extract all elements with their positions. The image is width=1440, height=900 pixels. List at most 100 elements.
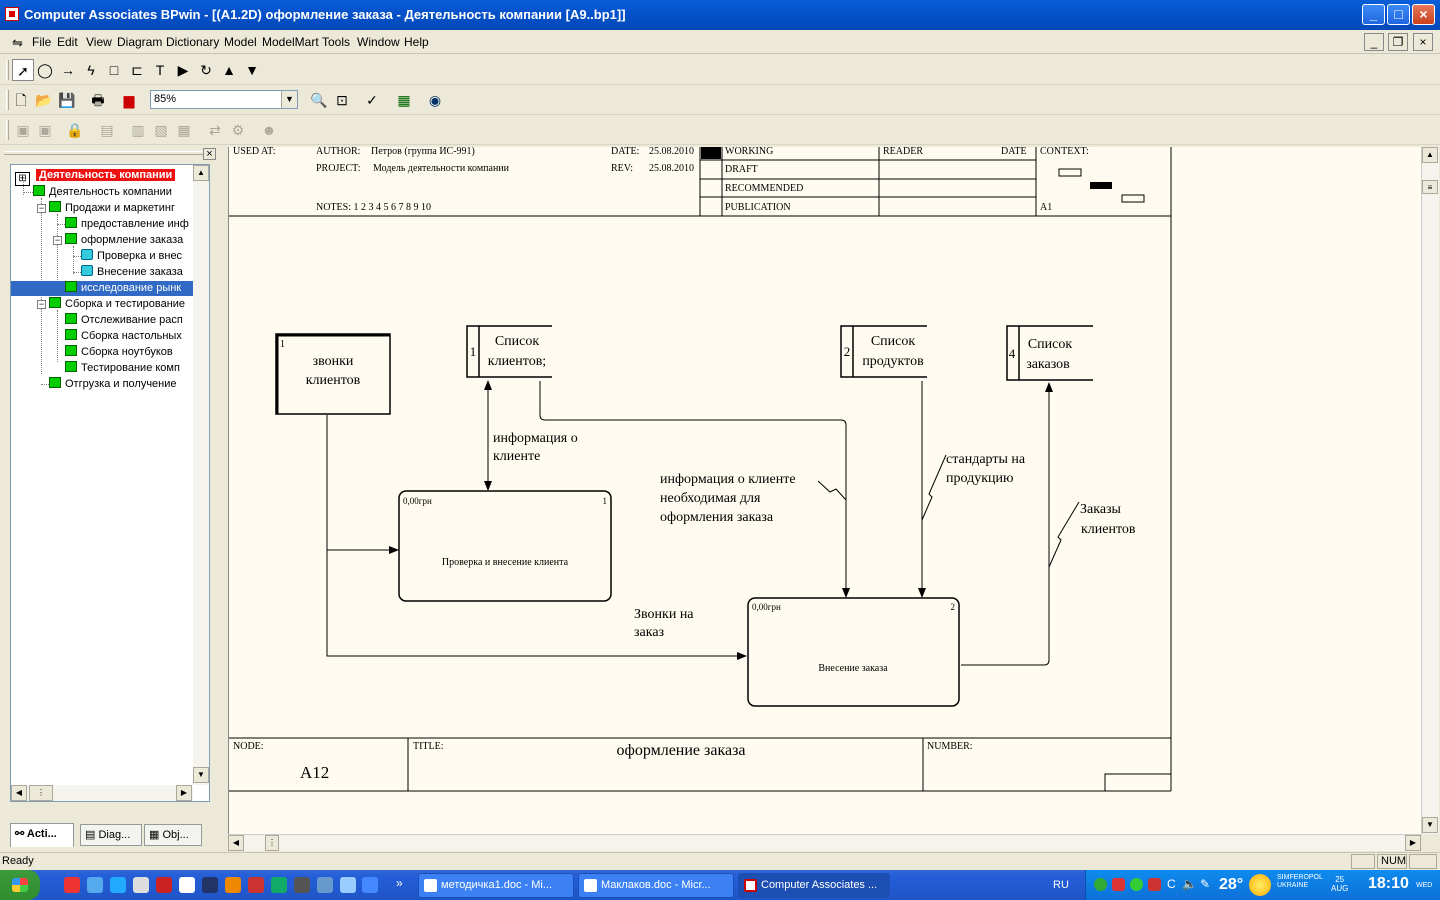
tree-item[interactable]: Продажи и маркетинг — [49, 201, 175, 216]
scroll-down-icon[interactable]: ▼ — [1422, 817, 1438, 833]
print-icon[interactable]: 🖶 — [91, 92, 105, 108]
menu-modelmart[interactable]: ModelMart — [262, 35, 319, 49]
scroll-right-icon[interactable]: ▶ — [176, 785, 192, 801]
arrow-tool-icon[interactable]: → — [61, 62, 75, 78]
scroll-thumb[interactable]: ⋮ — [265, 835, 279, 851]
data-store-orders[interactable]: 4 Список заказов — [1006, 325, 1093, 381]
scroll-up-icon[interactable]: ▲ — [1422, 147, 1438, 163]
collapse-icon[interactable]: − — [37, 203, 46, 213]
arrow-calls-to-check[interactable] — [326, 415, 399, 554]
tray-c-icon[interactable]: C — [1167, 877, 1176, 891]
tree-vertical-scrollbar[interactable]: ▲ ▼ — [193, 165, 209, 785]
down-tool-icon[interactable]: ▼ — [245, 62, 259, 78]
doc-icon[interactable]: ⇋ — [12, 35, 23, 50]
more-chevron-icon[interactable]: » — [396, 876, 403, 890]
tool-icon[interactable] — [340, 877, 356, 893]
tree-item[interactable]: предоставление инф — [65, 217, 189, 232]
label-standards-2[interactable]: продукцию — [946, 471, 1013, 486]
tray-icon[interactable] — [1112, 878, 1125, 891]
label-order-calls-2[interactable]: заказ — [634, 625, 665, 640]
opera-icon[interactable] — [225, 877, 241, 893]
compare-icon[interactable]: ▧ — [154, 122, 168, 138]
process-box-1[interactable]: 0,00грн 1 Проверка и внесение клиента — [398, 490, 612, 602]
label-client-orders-2[interactable]: клиентов — [1081, 522, 1136, 537]
squiggle-tool-icon[interactable]: ϟ — [87, 62, 95, 78]
tray-icon[interactable] — [1130, 878, 1143, 891]
tree-item-selected[interactable]: исследование рынк — [11, 281, 195, 296]
tree-item[interactable]: оформление заказа — [65, 233, 183, 248]
network-icon[interactable] — [317, 877, 333, 893]
label-client-orders-1[interactable]: Заказы — [1080, 502, 1122, 517]
app-icon[interactable] — [156, 877, 172, 893]
menu-edit[interactable]: Edit — [57, 35, 78, 49]
label-order-info-3[interactable]: оформления заказа — [660, 510, 774, 525]
tree-item[interactable]: Сборка ноутбуков — [65, 345, 173, 360]
menu-dictionary[interactable]: Dictionary — [166, 35, 220, 49]
collapse-icon[interactable]: − — [53, 235, 62, 245]
tree-item[interactable]: Отслеживание расп — [65, 313, 183, 328]
library-icon[interactable]: ▥ — [131, 122, 145, 138]
label-standards-1[interactable]: стандарты на — [946, 452, 1026, 467]
c-icon[interactable] — [362, 877, 378, 893]
language-indicator[interactable]: RU — [1053, 879, 1069, 891]
open-folder-icon[interactable]: 📂 — [35, 92, 53, 108]
menu-help[interactable]: Help — [404, 35, 429, 49]
excel-icon[interactable] — [271, 877, 287, 893]
menu-file[interactable]: File — [32, 35, 52, 49]
oval-tool-icon[interactable]: ◯ — [37, 62, 53, 78]
word-icon[interactable] — [202, 877, 218, 893]
media-icon[interactable] — [294, 877, 310, 893]
collapse-icon[interactable]: − — [37, 299, 46, 309]
task-button-bpwin[interactable]: Computer Associates ... — [738, 873, 890, 898]
scroll-left-icon[interactable]: ◀ — [228, 835, 244, 851]
menu-view[interactable]: View — [86, 35, 112, 49]
skype-icon[interactable] — [110, 877, 126, 893]
refresh-tool-icon[interactable]: ↻ — [200, 62, 212, 78]
sync-icon[interactable]: ⇄ — [209, 122, 221, 138]
close-button[interactable]: × — [1412, 4, 1435, 25]
grid-icon[interactable]: ▦ — [177, 122, 191, 138]
lock-icon[interactable]: 🔒 — [66, 122, 84, 138]
process-box-2[interactable]: 0,00грн 2 Внесение заказа — [747, 597, 960, 707]
arrow-client-info-order[interactable] — [539, 381, 850, 598]
disconnect-icon[interactable]: ▣ — [38, 122, 52, 138]
tray-icon[interactable] — [1094, 878, 1107, 891]
mdi-restore-button[interactable]: ❐ — [1388, 33, 1408, 51]
scroll-left-icon[interactable]: ◀ — [11, 785, 27, 801]
explorer-icon[interactable] — [133, 877, 149, 893]
save-icon[interactable]: 💾 — [58, 92, 76, 108]
store-tool-icon[interactable]: ⊏ — [131, 62, 143, 78]
menu-window[interactable]: Window — [357, 35, 400, 49]
maximize-button[interactable]: □ — [1387, 4, 1410, 25]
external-entity[interactable]: 1 звонки клиентов — [275, 333, 391, 415]
text-tool-icon[interactable]: T — [155, 62, 165, 78]
scroll-down-icon[interactable]: ▼ — [193, 767, 209, 783]
label-order-info-2[interactable]: необходимая для — [660, 491, 761, 506]
task-button-doc1[interactable]: методичка1.doc - Mi... — [418, 873, 574, 898]
connect-icon[interactable]: ▣ — [16, 122, 30, 138]
tab-activities[interactable]: ⚯ Acti... — [10, 823, 74, 847]
pointer-tool-icon[interactable]: ➚ — [12, 59, 34, 81]
minimize-button[interactable]: _ — [1362, 4, 1385, 25]
scroll-up-icon[interactable]: ▲ — [193, 165, 209, 181]
model-explorer-icon[interactable]: ▦ — [397, 92, 411, 108]
arrow-calls-to-order[interactable] — [326, 550, 747, 660]
menu-diagram[interactable]: Diagram — [117, 35, 163, 49]
chevron-down-icon[interactable]: ▼ — [281, 91, 297, 108]
label-client-info-2[interactable]: клиенте — [493, 449, 540, 464]
weather-sun-icon[interactable] — [1249, 874, 1271, 896]
merge-icon[interactable]: ▤ — [100, 122, 114, 138]
volume-icon[interactable]: 🔈 — [1182, 877, 1197, 891]
up-tool-icon[interactable]: ▲ — [222, 62, 236, 78]
app-icon[interactable] — [5, 7, 19, 21]
tree-root[interactable]: ⊞Деятельность компании — [15, 168, 176, 186]
label-order-calls-1[interactable]: Звонки на — [634, 607, 694, 622]
spell-check-icon[interactable]: ✓ — [366, 92, 378, 108]
tree-item[interactable]: Внесение заказа — [81, 265, 183, 280]
zoom-select[interactable]: 85%▼ — [150, 90, 298, 109]
tab-diagrams[interactable]: ▤ Diag... — [80, 824, 142, 846]
scroll-thumb[interactable]: ≡ — [1422, 180, 1438, 194]
tree-horizontal-scrollbar[interactable]: ◀ ⋮ ▶ — [11, 785, 193, 801]
arrow-client-orders[interactable] — [961, 382, 1053, 666]
tree-item[interactable]: Тестирование комп — [65, 361, 180, 376]
